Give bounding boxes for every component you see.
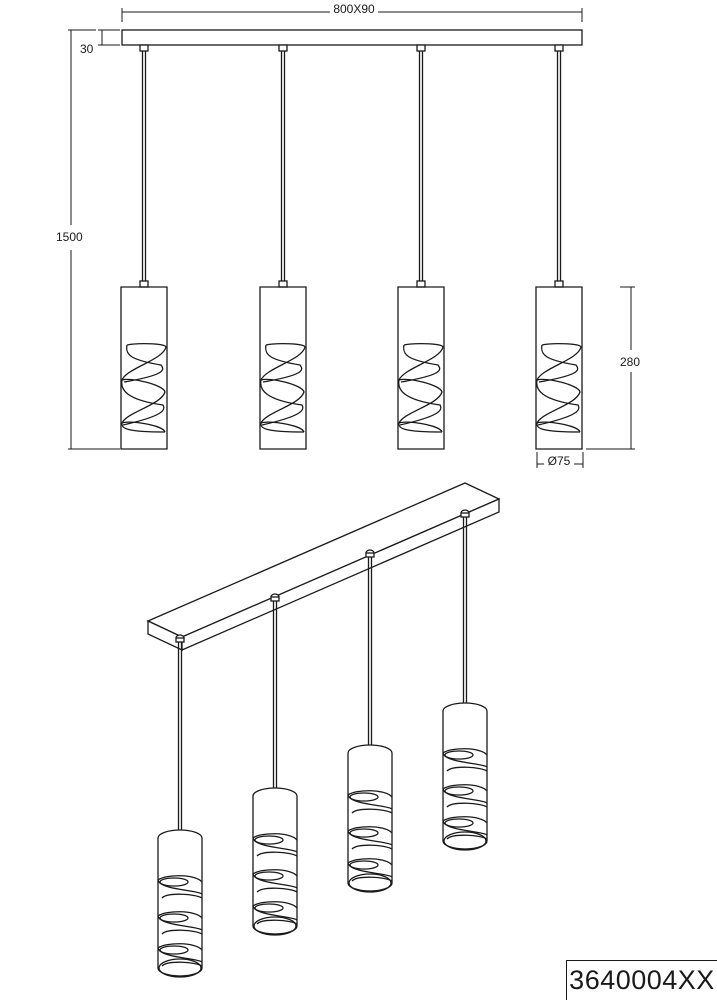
canopy-width-dimension: 800X90 xyxy=(121,2,583,22)
front-pendant xyxy=(397,44,445,450)
mount-cap xyxy=(175,637,185,643)
spiral-band xyxy=(535,343,582,433)
perspective-view xyxy=(146,482,501,978)
shade-cap xyxy=(139,280,149,288)
spiral-band xyxy=(159,913,189,923)
spiral-band xyxy=(159,945,189,955)
model-number: 3640004XX xyxy=(566,960,717,1000)
shade-opening xyxy=(253,916,297,936)
shade-cap xyxy=(554,280,564,288)
spiral-band xyxy=(260,344,305,433)
shade-opening xyxy=(348,873,392,893)
spiral-band xyxy=(444,818,474,828)
canopy-height-label: 30 xyxy=(80,42,94,56)
perspective-pendant xyxy=(252,593,298,936)
shade-opening xyxy=(443,831,487,851)
perspective-pendant xyxy=(157,634,203,978)
canopy-width-label: 800X90 xyxy=(333,2,375,16)
shade-outline xyxy=(120,286,168,450)
mount-cap xyxy=(270,596,280,602)
total-height-dimension: 1500 xyxy=(56,29,120,450)
shade-height-label: 280 xyxy=(620,355,640,369)
mount-cap xyxy=(365,552,375,558)
shade-outline xyxy=(259,286,307,450)
spiral-band xyxy=(120,343,167,433)
canopy-front xyxy=(121,29,583,46)
canopy-perspective xyxy=(146,482,501,652)
spiral-band xyxy=(397,343,444,433)
front-pendant xyxy=(259,44,307,450)
spiral-band xyxy=(349,792,379,802)
mount-cap xyxy=(416,44,426,52)
front-elevation: 800X90 30 1500 280 xyxy=(56,2,640,468)
front-pendant xyxy=(120,44,168,450)
spiral-band xyxy=(444,750,474,760)
mount-cap xyxy=(460,512,470,518)
spiral-band xyxy=(259,343,306,433)
spiral-band xyxy=(349,828,379,838)
shade-opening xyxy=(158,958,202,978)
spiral-band xyxy=(398,344,443,433)
shade-diameter-dimension: Ø75 xyxy=(536,452,584,468)
shade-outline xyxy=(397,286,445,450)
spiral-band xyxy=(159,877,189,887)
total-height-label: 1500 xyxy=(56,230,83,244)
perspective-pendant xyxy=(347,549,393,893)
front-pendant xyxy=(535,44,583,450)
spiral-band xyxy=(444,786,474,796)
shade-outline xyxy=(535,286,583,450)
shade-diameter-label: Ø75 xyxy=(548,454,571,468)
mount-cap xyxy=(139,44,149,52)
mount-cap xyxy=(278,44,288,52)
mount-cap xyxy=(554,44,564,52)
spiral-band xyxy=(254,835,284,845)
spiral-band xyxy=(536,344,581,433)
shade-height-dimension: 280 xyxy=(586,286,640,450)
spiral-band xyxy=(254,871,284,881)
perspective-pendant xyxy=(442,509,488,851)
shade-cap xyxy=(278,280,288,288)
canopy-height-dimension: 30 xyxy=(80,29,120,56)
spiral-band xyxy=(349,860,379,870)
shade-cap xyxy=(416,280,426,288)
spiral-band xyxy=(121,344,166,433)
spiral-band xyxy=(254,903,284,913)
